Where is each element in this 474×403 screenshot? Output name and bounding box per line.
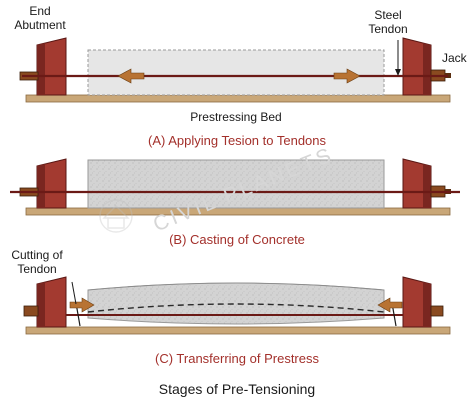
concrete-form-outline — [87, 49, 385, 96]
jack — [430, 305, 444, 317]
left-end-abutment — [36, 276, 67, 328]
stage-c-figure — [23, 276, 451, 335]
stage-a-figure — [19, 37, 451, 103]
stage-b-figure — [10, 158, 460, 233]
figure-title: Stages of Pre-Tensioning — [158, 381, 316, 397]
stage-b-caption: (B) Casting of Concrete — [169, 232, 305, 247]
jack-label: Jack — [442, 51, 467, 65]
tension-arrow-right — [333, 68, 361, 84]
tension-arrow-left — [117, 68, 145, 84]
stage-c-caption: (C) Transferring of Prestress — [155, 351, 319, 366]
stage-a-caption: (A) Applying Tesion to Tendons — [147, 133, 327, 148]
left-anchor — [23, 305, 39, 317]
cutting-of-tendon-label: Cutting of Tendon — [11, 248, 63, 276]
transfer-arrow-right — [377, 297, 403, 313]
left-end-abutment — [36, 158, 67, 209]
steel-tendon-label: Steel Tendon — [368, 8, 408, 36]
prestressing-bed — [25, 207, 451, 216]
transfer-arrow-left — [69, 297, 95, 313]
prestressing-bed-label: Prestressing Bed — [190, 110, 282, 124]
watermark-logo — [99, 199, 133, 233]
prestressing-bed — [25, 94, 451, 103]
prestressing-bed — [25, 326, 451, 335]
cutting-leader — [71, 281, 77, 305]
end-abutment-label: End Abutment — [14, 4, 66, 32]
left-end-abutment — [36, 37, 67, 96]
right-end-abutment — [402, 276, 432, 328]
right-end-abutment — [402, 158, 432, 209]
right-end-abutment — [402, 37, 432, 96]
cambered-concrete — [87, 282, 385, 325]
cast-concrete — [87, 159, 385, 209]
